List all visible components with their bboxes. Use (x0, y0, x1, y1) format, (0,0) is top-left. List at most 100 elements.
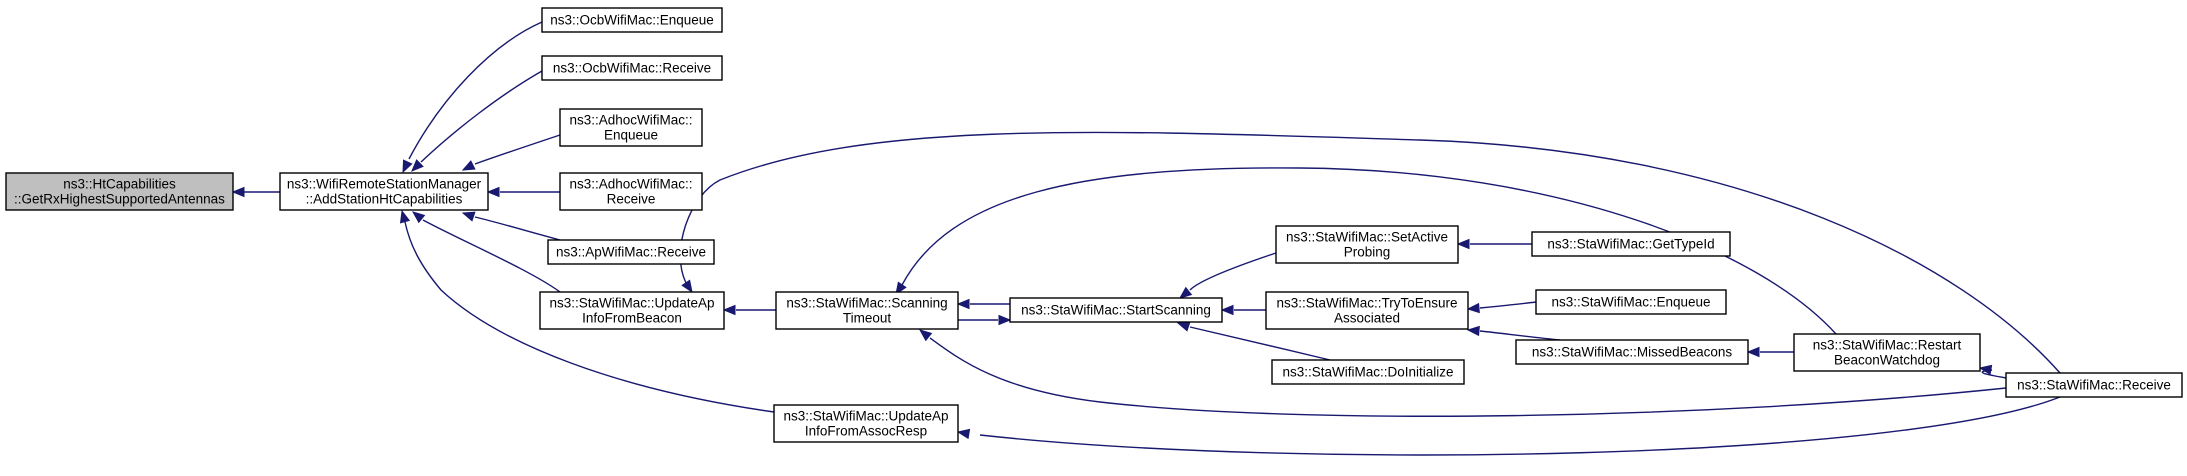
node-label-get_type-0: ns3::StaWifiMac::GetTypeId (1547, 237, 1714, 252)
edge-ocb_enq-to-wrsm (408, 21, 543, 160)
edge-sta_recv-to-scan_to (929, 337, 2007, 417)
node-label-try_assoc-1: Associated (1334, 311, 1400, 326)
node-label-wrsm-1: ::AddStationHtCapabilities (306, 192, 463, 207)
node-box-missed[interactable] (1515, 339, 1749, 365)
node-box-sta_recv[interactable] (2005, 372, 2183, 398)
node-label-do_init-0: ns3::StaWifiMac::DoInitialize (1282, 365, 1453, 380)
node-label-try_assoc-0: ns3::StaWifiMac::TryToEnsure (1276, 296, 1457, 311)
node-label-upd_assoc-0: ns3::StaWifiMac::UpdateAp (783, 409, 948, 424)
node-box-adhoc_enq[interactable] (559, 108, 703, 147)
node-label-upd_beacon-1: InfoFromBeacon (582, 311, 682, 326)
node-label-restart-0: ns3::StaWifiMac::Restart (1813, 338, 1962, 353)
node-start_scan[interactable]: ns3::StaWifiMac::StartScanning (1009, 297, 1223, 323)
arrowhead-missed-to-try_assoc (1466, 325, 1480, 337)
node-do_init[interactable]: ns3::StaWifiMac::DoInitialize (1271, 359, 1465, 385)
node-ap_recv[interactable]: ns3::ApWifiMac::Receive (547, 239, 715, 265)
arrowhead-sta_recv-to-upd_beacon (681, 279, 693, 294)
node-label-root-1: ::GetRxHighestSupportedAntennas (14, 192, 225, 207)
arrowhead-try_assoc-to-start_scan (1220, 304, 1234, 316)
node-label-root-0: ns3::HtCapabilities (63, 177, 176, 192)
node-box-start_scan[interactable] (1009, 297, 1223, 323)
edge-do_init-to-start_scan (1189, 326, 1331, 361)
arrowhead-ocb_recv-to-wrsm (411, 159, 424, 172)
call-nodes: ns3::HtCapabilities::GetRxHighestSupport… (5, 7, 2183, 443)
node-label-restart-1: BeaconWatchdog (1834, 353, 1940, 368)
edge-ocb_recv-to-wrsm (420, 70, 543, 163)
node-label-adhoc_recv-0: ns3::AdhocWifiMac:: (569, 177, 692, 192)
node-adhoc_recv[interactable]: ns3::AdhocWifiMac::Receive (559, 172, 703, 211)
node-box-ap_recv[interactable] (547, 239, 715, 265)
node-label-set_active-1: Probing (1344, 245, 1391, 260)
arrowhead-adhoc_enq-to-wrsm (461, 160, 476, 171)
node-label-ocb_recv-0: ns3::OcbWifiMac::Receive (553, 61, 711, 76)
node-sta_enq[interactable]: ns3::StaWifiMac::Enqueue (1535, 289, 1727, 315)
node-label-sta_recv-0: ns3::StaWifiMac::Receive (2017, 378, 2171, 393)
node-box-get_type[interactable] (1531, 231, 1731, 257)
edge-missed-to-try_assoc (1479, 330, 1561, 341)
arrowhead-sta_recv-to-restart (1978, 364, 1993, 376)
node-box-scan_to[interactable] (775, 291, 959, 330)
node-box-sta_enq[interactable] (1535, 289, 1727, 315)
node-box-upd_beacon[interactable] (539, 291, 725, 330)
arrowhead-ap_recv-to-wrsm (461, 211, 476, 222)
arrowhead-adhoc_recv-to-wrsm (486, 186, 500, 198)
arrowhead-set_active-to-start_scan (1178, 286, 1193, 299)
node-box-wrsm[interactable] (279, 172, 489, 211)
arrowhead-wrsm-to-root (231, 186, 245, 198)
node-ocb_recv[interactable]: ns3::OcbWifiMac::Receive (541, 55, 723, 81)
arrowhead-sta_recv-to-scan_to (918, 329, 933, 342)
node-label-upd_beacon-0: ns3::StaWifiMac::UpdateAp (549, 296, 714, 311)
node-upd_assoc[interactable]: ns3::StaWifiMac::UpdateApInfoFromAssocRe… (773, 404, 959, 443)
node-label-upd_assoc-1: InfoFromAssocResp (805, 424, 927, 439)
node-label-missed-0: ns3::StaWifiMac::MissedBeacons (1532, 345, 1733, 360)
node-label-start_scan-0: ns3::StaWifiMac::StartScanning (1021, 303, 1211, 318)
node-label-scan_to-1: Timeout (843, 311, 892, 326)
node-box-ocb_enq[interactable] (541, 7, 723, 33)
edge-sta_recv-to-upd_assoc (979, 396, 2061, 456)
node-missed[interactable]: ns3::StaWifiMac::MissedBeacons (1515, 339, 1749, 365)
node-label-ocb_enq-0: ns3::OcbWifiMac::Enqueue (550, 13, 714, 28)
edge-adhoc_enq-to-wrsm (474, 134, 561, 165)
node-box-set_active[interactable] (1275, 225, 1459, 264)
node-box-upd_assoc[interactable] (773, 404, 959, 443)
node-box-do_init[interactable] (1271, 359, 1465, 385)
node-label-adhoc_enq-0: ns3::AdhocWifiMac:: (569, 113, 692, 128)
arrowhead-scan_to-to-start_scan (998, 314, 1012, 326)
node-get_type[interactable]: ns3::StaWifiMac::GetTypeId (1531, 231, 1731, 257)
node-root[interactable]: ns3::HtCapabilities::GetRxHighestSupport… (5, 172, 234, 211)
edge-ap_recv-to-wrsm (474, 216, 561, 241)
arrowhead-do_init-to-start_scan (1176, 321, 1191, 332)
node-label-wrsm-0: ns3::WifiRemoteStationManager (287, 177, 482, 192)
node-label-ap_recv-0: ns3::ApWifiMac::Receive (556, 245, 706, 260)
edge-restart-to-scan_to (901, 167, 1837, 335)
node-label-adhoc_enq-1: Enqueue (604, 128, 658, 143)
arrowhead-scan_to-to-upd_beacon (722, 304, 736, 316)
node-box-restart[interactable] (1793, 333, 1981, 372)
node-wrsm[interactable]: ns3::WifiRemoteStationManager::AddStatio… (279, 172, 489, 211)
edge-set_active-to-start_scan (1189, 252, 1277, 291)
node-box-root[interactable] (5, 172, 234, 211)
arrowhead-upd_beacon-to-wrsm (411, 211, 426, 224)
node-box-ocb_recv[interactable] (541, 55, 723, 81)
arrowhead-restart-to-missed (1746, 346, 1760, 358)
node-label-scan_to-0: ns3::StaWifiMac::Scanning (786, 296, 947, 311)
edge-sta_recv-to-upd_beacon (679, 131, 2061, 374)
arrowhead-start_scan-to-scan_to (956, 298, 970, 310)
node-sta_recv[interactable]: ns3::StaWifiMac::Receive (2005, 372, 2183, 398)
node-adhoc_enq[interactable]: ns3::AdhocWifiMac::Enqueue (559, 108, 703, 147)
node-label-set_active-0: ns3::StaWifiMac::SetActive (1286, 230, 1448, 245)
node-label-sta_enq-0: ns3::StaWifiMac::Enqueue (1551, 295, 1710, 310)
node-box-try_assoc[interactable] (1265, 291, 1469, 330)
arrowhead-sta_enq-to-try_assoc (1466, 302, 1480, 314)
arrowhead-sta_recv-to-upd_assoc (956, 428, 971, 440)
edge-sta_enq-to-try_assoc (1479, 301, 1537, 309)
arrowhead-ocb_enq-to-wrsm (402, 159, 413, 174)
node-box-adhoc_recv[interactable] (559, 172, 703, 211)
node-ocb_enq[interactable]: ns3::OcbWifiMac::Enqueue (541, 7, 723, 33)
arrowhead-upd_assoc-to-wrsm (399, 209, 411, 224)
